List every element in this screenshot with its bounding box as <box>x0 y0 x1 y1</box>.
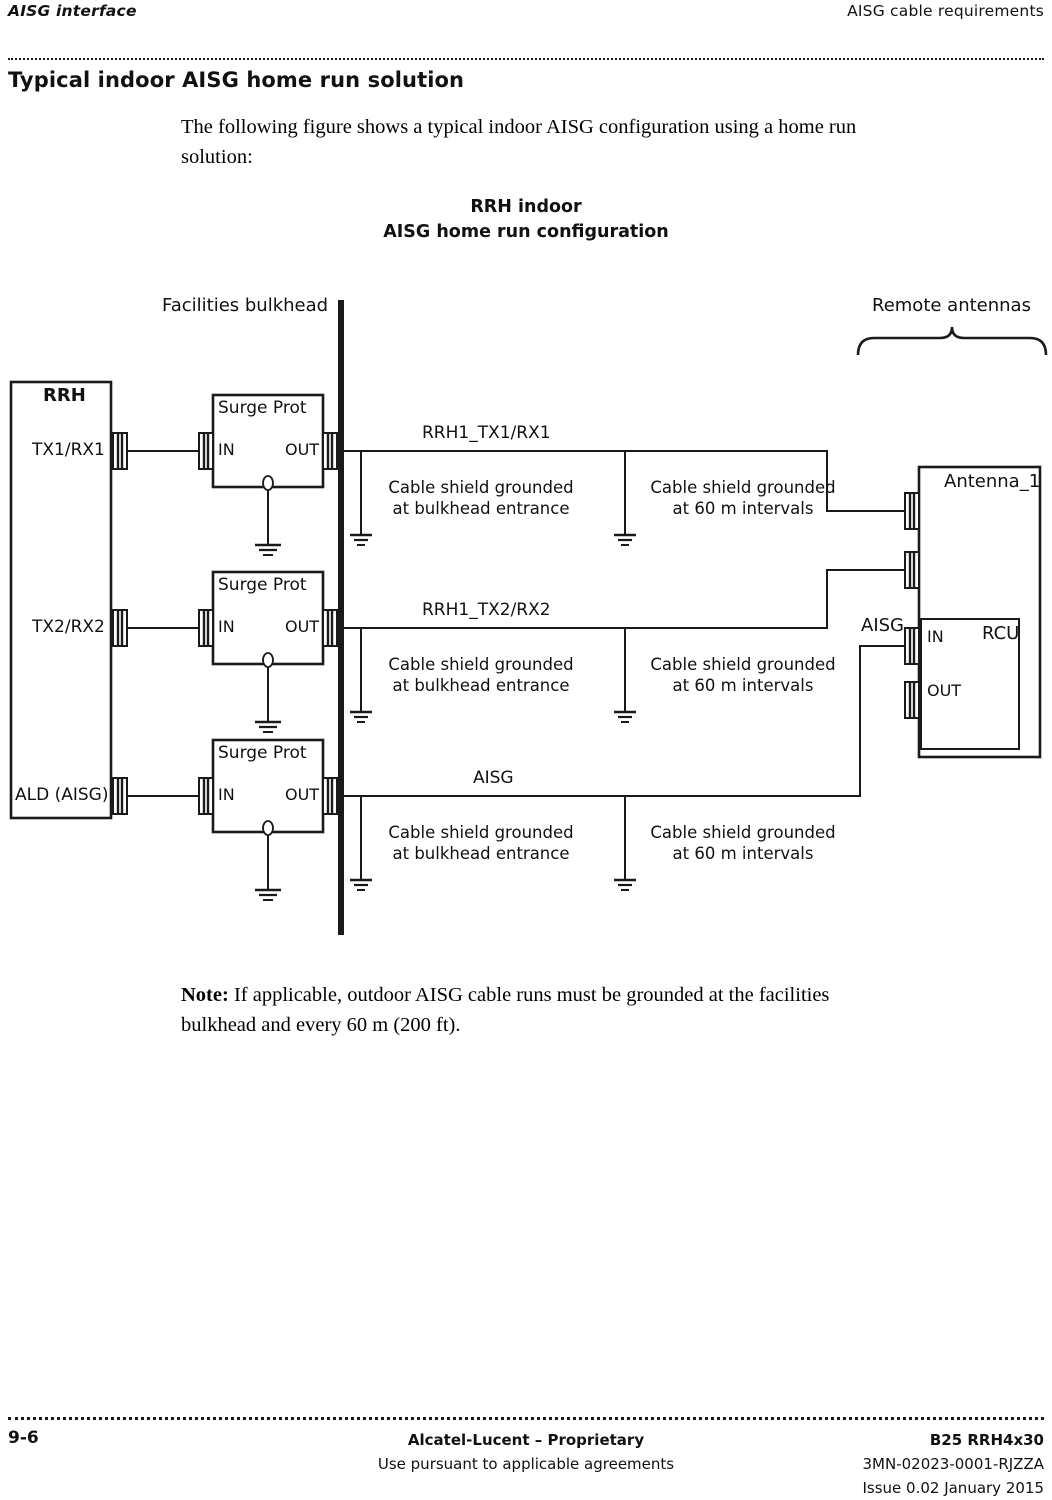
footer-dotted-rule <box>8 1417 1044 1420</box>
antenna-title: Antenna_1 <box>944 471 1041 492</box>
surge-prot-title-3: Surge Prot <box>218 743 307 763</box>
page-title: Typical indoor AISG home run solution <box>8 68 465 92</box>
surge-prot-out-2: OUT <box>285 617 320 636</box>
rcu-out-label: OUT <box>927 681 962 700</box>
note-paragraph: Note: If applicable, outdoor AISG cable … <box>181 980 871 1040</box>
header-dotted-rule <box>8 58 1044 60</box>
intro-paragraph: The following figure shows a typical ind… <box>181 116 857 168</box>
rrh-port-ald: ALD (AISG) <box>15 785 109 805</box>
footer-right: B25 RRH4x30 3MN-02023-0001-RJZZA Issue 0… <box>862 1428 1044 1500</box>
cable-label-1: RRH1_TX1/RX1 <box>422 423 551 443</box>
cable-run-aisg <box>337 645 917 797</box>
remote-antennas-label: Remote antennas <box>872 295 1031 316</box>
surge-prot-box-2 <box>211 570 325 666</box>
surge-prot-title-2: Surge Prot <box>218 575 307 595</box>
footer-center: Alcatel-Lucent – Proprietary Use pursuan… <box>0 1428 1052 1476</box>
surge-prot-box-1 <box>211 393 325 489</box>
ground-note-interval-1: Cable shield grounded at 60 m intervals <box>650 478 836 518</box>
figure-title-line1: RRH indoor <box>470 197 582 217</box>
rcu-in-label: IN <box>927 627 944 646</box>
runhead-right-title: AISG cable requirements <box>847 2 1044 20</box>
aisg-home-run-diagram: Facilities bulkhead Remote antennas RRH … <box>0 195 1052 955</box>
rcu-title: RCU <box>982 623 1020 644</box>
runhead-left-title: AISG interface <box>8 2 137 20</box>
page-number: 9-6 <box>8 1428 39 1448</box>
figure-title: RRH indoor AISG home run configuration <box>0 195 1052 245</box>
footer-product-line: B25 RRH4x30 <box>929 1431 1044 1449</box>
page-footer: 9-6 Alcatel-Lucent – Proprietary Use pur… <box>0 1424 1052 1497</box>
cable-run-tx2 <box>337 569 917 629</box>
note-label: Note: <box>181 984 229 1006</box>
surge-prot-out-3: OUT <box>285 785 320 804</box>
footer-proprietary-line: Alcatel-Lucent – Proprietary <box>407 1431 645 1449</box>
surge-prot-in-2: IN <box>218 617 235 636</box>
ground-note-bulkhead-2: Cable shield grounded at bulkhead entran… <box>388 655 574 695</box>
rrh-title: RRH <box>43 385 86 406</box>
cable-label-3: AISG <box>473 768 514 788</box>
antenna-aisg-label: AISG <box>861 615 904 636</box>
rcu-box <box>920 618 1020 750</box>
cable-label-2: RRH1_TX2/RX2 <box>422 600 551 620</box>
remote-antennas-brace <box>856 326 1048 356</box>
running-head: AISG interface AISG cable requirements <box>0 2 1052 26</box>
bulkhead-label: Facilities bulkhead <box>162 295 329 316</box>
figure-block: RRH indoor AISG home run configuration <box>0 195 1052 955</box>
footer-docnum-line: 3MN-02023-0001-RJZZA <box>862 1455 1045 1473</box>
rrh-port-tx1: TX1/RX1 <box>32 440 105 460</box>
figure-title-line2: AISG home run configuration <box>383 222 669 242</box>
footer-issue-line: Issue 0.02 January 2015 <box>862 1479 1044 1497</box>
rrh-port-tx2: TX2/RX2 <box>32 617 105 637</box>
surge-prot-in-3: IN <box>218 785 235 804</box>
ground-note-interval-2: Cable shield grounded at 60 m intervals <box>650 655 836 695</box>
surge-prot-in-1: IN <box>218 440 235 459</box>
ground-note-bulkhead-3: Cable shield grounded at bulkhead entran… <box>388 823 574 863</box>
footer-agreements-line: Use pursuant to applicable agreements <box>377 1455 675 1473</box>
diagram-vector-layer <box>9 300 1048 935</box>
rrh-box <box>9 380 113 820</box>
surge-prot-title-1: Surge Prot <box>218 398 307 418</box>
surge-prot-out-1: OUT <box>285 440 320 459</box>
ground-note-bulkhead-1: Cable shield grounded at bulkhead entran… <box>388 478 574 518</box>
ground-note-interval-3: Cable shield grounded at 60 m intervals <box>650 823 836 863</box>
cable-run-tx1 <box>337 450 917 512</box>
note-text: If applicable, outdoor AISG cable runs m… <box>181 984 830 1036</box>
